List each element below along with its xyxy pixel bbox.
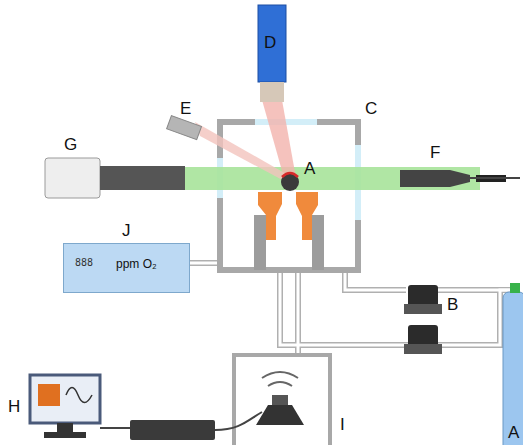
oxygen-meter: J888ppm O₂	[63, 243, 190, 293]
speaker	[256, 405, 304, 425]
valve	[404, 285, 442, 354]
display-digits: 888	[75, 258, 93, 268]
post	[254, 215, 266, 270]
callout-letter: H	[8, 398, 20, 415]
callout-letter: A	[304, 160, 315, 177]
function-generator	[130, 420, 215, 440]
callout-letter: B	[447, 296, 458, 313]
pyrometer	[167, 116, 202, 140]
camera-lens	[100, 166, 185, 190]
amplifier-box	[234, 355, 330, 445]
bottle-valve	[510, 283, 520, 293]
gas-bottle	[503, 292, 523, 445]
lens	[260, 82, 284, 102]
callout-letter: J	[122, 222, 131, 239]
callout-letter: C	[365, 100, 377, 117]
light-source	[400, 170, 470, 187]
callout-letter: F	[430, 144, 440, 161]
callout-letter: A	[508, 424, 519, 441]
unit-label: ppm O₂	[116, 258, 157, 270]
callout-letter: G	[64, 136, 77, 153]
pyrometer-beam	[195, 122, 288, 183]
post	[312, 215, 324, 270]
sample-droplet	[281, 173, 299, 191]
camera	[45, 158, 100, 198]
callout-letter: E	[180, 100, 191, 117]
callout-letter: D	[264, 34, 276, 51]
ir-camera	[258, 5, 286, 82]
callout-letter: I	[340, 416, 345, 433]
computer-monitor	[30, 375, 100, 423]
